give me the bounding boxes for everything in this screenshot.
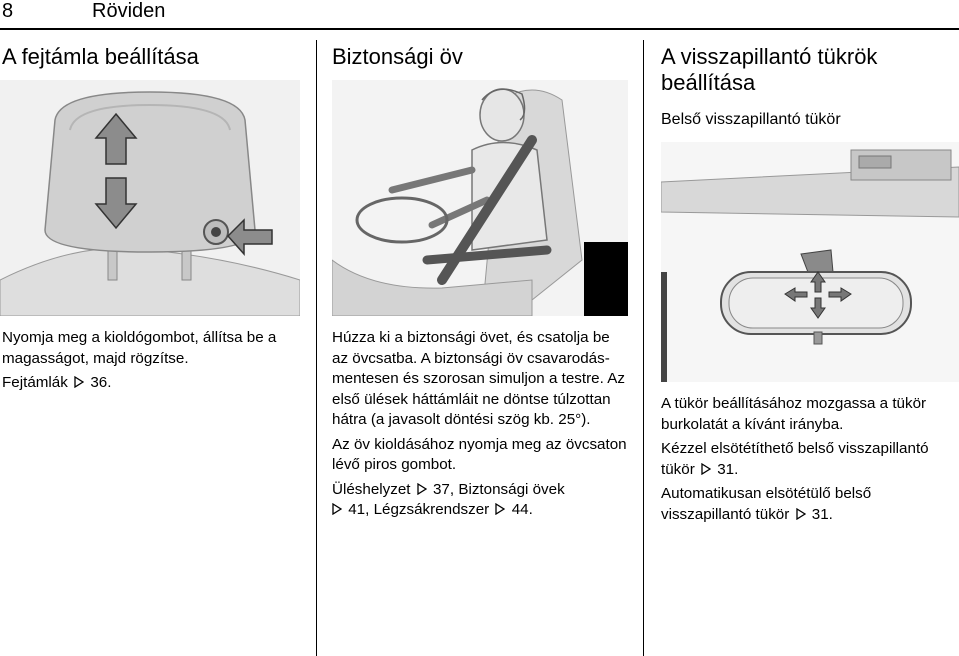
xref-page-airbags[interactable]: 44. [511, 501, 533, 518]
column-divider-1 [316, 40, 317, 656]
xref-label-auto-dimming: Automatikusan elsötétülő belső visszapil… [661, 485, 872, 523]
page-reference-icon [74, 376, 85, 388]
mirror-instruction: A tükör beállításához mozgassa a tükör b… [661, 395, 927, 433]
mirror-text: A tükör beállításához mozgassa a tükör b… [661, 394, 956, 525]
xref-page-seating[interactable]: 37, Biztonsági övek [432, 480, 565, 498]
seatbelt-illustration [332, 80, 628, 316]
page-reference-icon [332, 503, 342, 515]
auto-dimming-xref: Automatikusan elsötétülő belső visszapil… [661, 484, 956, 525]
xref-label-seating: Üléshelyzet [332, 480, 411, 498]
xref-label: Fejtámlák [2, 374, 68, 391]
headrest-illustration [0, 80, 300, 316]
xref-page-seatbelts[interactable]: 41, Légzsákrendszer [348, 501, 490, 518]
seatbelt-xrefs: Üléshelyzet 37, Biztonsági övek 41, Légz… [332, 480, 628, 521]
manual-dimming-xref: Kézzel elsötétíthető belső visszapillant… [661, 439, 956, 480]
xref-label-manual-dimming: Kézzel elsötétíthető belső visszapillant… [661, 440, 929, 478]
page-reference-icon [701, 462, 711, 475]
page-reference-icon [417, 482, 427, 495]
headrest-xref: Fejtámlák 36. [2, 373, 302, 394]
xref-page-auto-dimming[interactable]: 31. [811, 505, 833, 523]
headrest-instruction: Nyomja meg a kioldógombot, állítsa be a … [2, 329, 277, 367]
subsection-title-interior-mirror: Belső visszapillantó tükör [661, 111, 841, 128]
xref-page[interactable]: 36. [90, 374, 112, 391]
xref-page-manual-dimming[interactable]: 31. [717, 460, 739, 478]
mirror-illustration [661, 142, 959, 382]
section-title-mirrors: A visszapillantó tükrök beállítása [661, 44, 878, 95]
section-title-seatbelt: Biztonsági öv [332, 44, 463, 69]
chapter-title: Röviden [92, 0, 166, 22]
page-number: 8 [2, 0, 14, 22]
header-rule [0, 28, 959, 30]
seatbelt-release: Az öv kioldásához nyomja meg az övcsaton… [332, 435, 627, 474]
section-title-headrest: A fejtámla beállítása [2, 44, 199, 69]
page-reference-icon [495, 503, 506, 515]
seatbelt-instruction: Húzza ki a biztonsági övet, és csatolja … [332, 329, 625, 428]
seatbelt-text: Húzza ki a biztonsági övet, és csatolja … [332, 328, 628, 521]
page-reference-icon [795, 507, 806, 520]
column-divider-2 [643, 40, 644, 656]
headrest-text: Nyomja meg a kioldógombot, állítsa be a … [2, 328, 302, 394]
